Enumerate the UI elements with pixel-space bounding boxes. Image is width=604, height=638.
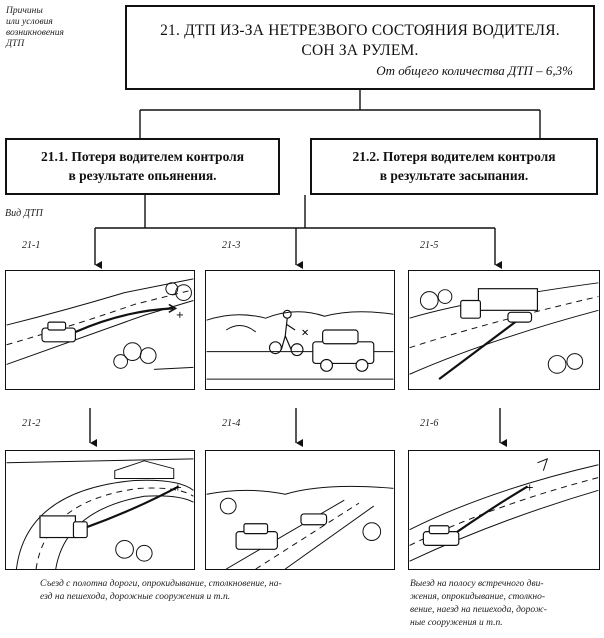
car xyxy=(41,321,77,343)
car xyxy=(300,513,328,526)
category-line-1: 21.1. Потеря водителем контроля xyxy=(40,149,245,164)
svg-text:✕: ✕ xyxy=(301,328,309,339)
truck xyxy=(39,515,88,539)
category-line-2: в результате засыпания. xyxy=(379,168,529,183)
svg-text:+: + xyxy=(174,482,182,493)
caption-line: вение, наезд на пешехода, дорож- xyxy=(410,605,547,615)
title-line-2: СОН ЗА РУЛЕМ. xyxy=(301,42,419,59)
category-line-2: в результате опьянения. xyxy=(68,168,217,183)
car xyxy=(422,525,460,546)
panel-code: 21-5 xyxy=(420,240,439,251)
category-falling-asleep: 21.2. Потеря водителем контроля в резуль… xyxy=(310,138,598,195)
car xyxy=(507,311,533,323)
pedestrian-with-bicycle xyxy=(268,309,304,357)
panel-21-2: + xyxy=(5,450,195,570)
panel-code: 21-2 xyxy=(22,418,41,429)
caption-line: Выезд на полосу встречного дви- xyxy=(410,579,544,589)
title-box: 21. ДТП ИЗ-ЗА НЕТРЕЗВОГО СОСТОЯНИЯ ВОДИТ… xyxy=(125,5,595,90)
caption-line: Съезд с полотна дороги, опрокидывание, с… xyxy=(40,579,282,589)
category-intoxication: 21.1. Потеря водителем контроля в резуль… xyxy=(5,138,280,195)
panel-21-5 xyxy=(408,270,600,390)
car-drifting-to-opposite-side-icon: + xyxy=(409,458,599,562)
svg-text:+: + xyxy=(526,482,534,493)
car xyxy=(235,523,278,550)
accident-type-label: Вид ДТП xyxy=(5,208,43,219)
truck xyxy=(460,288,539,319)
caption-falling-asleep: Выезд на полосу встречного дви- жения, о… xyxy=(410,578,602,630)
panel-code: 21-4 xyxy=(222,418,241,429)
panel-21-6: + xyxy=(408,450,600,570)
causes-note: Причины или условия возникновения ДТП xyxy=(6,6,64,50)
car xyxy=(312,329,375,372)
caption-line: езд на пешехода, дорожные сооружения и т… xyxy=(40,592,231,602)
car-crossing-into-oncoming-truck-icon xyxy=(409,282,599,381)
panel-code: 21-1 xyxy=(22,240,41,251)
caption-line: ные сооружения и т.п. xyxy=(410,618,503,628)
panel-21-3: ✕ xyxy=(205,270,395,390)
causes-note-line: или условия xyxy=(6,17,53,27)
share-of-accidents: От общего количества ДТП – 6,3% xyxy=(376,63,573,78)
truck-leaving-road-on-curve-icon: + xyxy=(6,458,194,569)
panel-21-1: + xyxy=(5,270,195,390)
causes-note-line: возникновения xyxy=(6,28,64,38)
caption-line: жения, опрокидывание, столкно- xyxy=(410,592,546,602)
panel-code: 21-3 xyxy=(222,240,241,251)
causes-note-line: ДТП xyxy=(6,39,25,49)
category-line-1: 21.2. Потеря водителем контроля xyxy=(352,149,556,164)
svg-text:+: + xyxy=(176,310,184,321)
panel-code: 21-6 xyxy=(420,418,439,429)
car-oncoming-lane-collision-icon xyxy=(206,485,394,569)
caption-intoxication: Съезд с полотна дороги, опрокидывание, с… xyxy=(40,578,370,604)
car-hitting-pedestrian-icon: ✕ xyxy=(206,309,394,380)
title-line-1: 21. ДТП ИЗ-ЗА НЕТРЕЗВОГО СОСТОЯНИЯ ВОДИТ… xyxy=(160,22,560,39)
panel-21-4 xyxy=(205,450,395,570)
car-veering-off-road-icon: + xyxy=(6,278,194,370)
causes-note-line: Причины xyxy=(6,6,43,16)
